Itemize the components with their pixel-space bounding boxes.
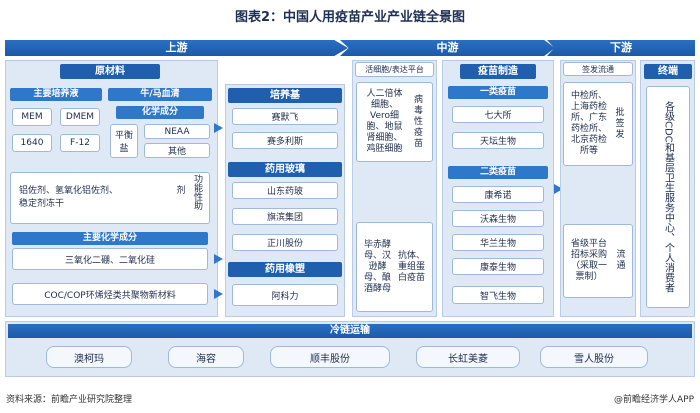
- chem-neaa: NEAA: [144, 124, 210, 139]
- medium-f12: F-12: [60, 134, 100, 152]
- adjuvant-func: 功能性助: [192, 174, 202, 210]
- batch-release-text: 批签发: [615, 107, 625, 140]
- manufacturing-header: 疫苗制造: [460, 64, 536, 79]
- terminal-box: 各级CDC和基层卫生服务中心、个人消费者: [646, 86, 690, 308]
- main-chem-header: 主要化学成分: [12, 232, 208, 245]
- rubber-header: 药用橡塑: [228, 262, 342, 277]
- rubber-akeli: 阿科力: [232, 284, 338, 306]
- arrow-mid-down: [554, 184, 563, 194]
- class2-zhifei: 智飞生物: [452, 286, 544, 304]
- main-chem-box: 三氧化二硼、二氧化硅: [12, 248, 208, 270]
- adjuvant-side: 剂: [176, 186, 186, 196]
- class2-hualan: 华兰生物: [452, 234, 544, 251]
- page-title: 图表2：中国人用疫苗产业产业链全景图: [234, 10, 466, 25]
- class1-header: 一类疫苗: [448, 86, 548, 99]
- circulation-text: 流通: [616, 250, 626, 271]
- stage-upstream: 上游: [5, 40, 348, 56]
- cells-box: 人二倍体细胞、Vero细胞、地鼠肾细胞、鸡胚细胞 病毒性疫苗: [356, 82, 433, 162]
- arrow-culture: [214, 123, 223, 133]
- cold-chain-meiling: 长虹美菱: [416, 346, 520, 368]
- glass-shandong: 山东药玻: [232, 182, 338, 199]
- chemicals-header: 化学成分: [116, 106, 204, 119]
- serum-header: 牛/马血清: [108, 88, 212, 101]
- class2-walvax: 沃森生物: [452, 210, 544, 227]
- glass-zhengchuan: 正川股份: [232, 234, 338, 251]
- culture-medium-header: 主要培养液: [10, 88, 102, 101]
- yeast-text: 毕赤酵母、汉逊酵母、酿酒酵母: [363, 239, 391, 294]
- chem-other: 其他: [144, 143, 210, 158]
- glass-header: 药用玻璃: [228, 162, 342, 177]
- inspection-box: 中检所、上海药检所、广东药检所、北京药检所等 批签发: [563, 82, 633, 166]
- class2-cansino: 康希诺: [452, 186, 544, 203]
- cells-text: 人二倍体细胞、Vero细胞、地鼠肾细胞、鸡胚细胞: [366, 89, 403, 154]
- stage-downstream: 下游: [547, 40, 695, 56]
- brand-note: @前瞻经济学人APP: [613, 395, 694, 405]
- adjuvant-text-1: 铝佐剂、氢氧化铝佐剂、: [19, 186, 119, 196]
- cold-chain-snowman: 雪人股份: [540, 346, 648, 368]
- terminal-text: 各级CDC和基层卫生服务中心、个人消费者: [662, 101, 674, 293]
- cold-chain-hairong: 海容: [168, 346, 244, 368]
- class1-seven: 七大所: [452, 106, 544, 123]
- adjuvant-box: 铝佐剂、氢氧化铝佐剂、 稳定剂冻干: [10, 172, 210, 224]
- culture-base-header: 培养基: [228, 88, 342, 103]
- cold-chain-sf: 顺丰股份: [270, 346, 390, 368]
- glass-qibin: 旗滨集团: [232, 208, 338, 225]
- cold-chain-aucma: 澳柯玛: [46, 346, 132, 368]
- inspection-text: 中检所、上海药检所、广东药检所、北京药检所等: [570, 91, 607, 156]
- culture-base-sartorius: 赛多利斯: [232, 132, 338, 149]
- platform-header: 活细胞/表达平台: [355, 62, 434, 77]
- procurement-box: 省级平台招标采购（采取一票制） 流通: [563, 224, 633, 298]
- medium-1640: 1640: [12, 134, 52, 152]
- yeast-box: 毕赤酵母、汉逊酵母、酿酒酵母 抗体、重组蛋白疫苗: [356, 222, 433, 312]
- adjuvant-text-2: 稳定剂冻干: [19, 199, 65, 209]
- arrow-glass: [214, 254, 223, 264]
- chem-balanced-salt: 平衡盐: [110, 124, 138, 158]
- arrow-rubber: [214, 289, 223, 299]
- cold-chain-header: 冷链运输: [8, 324, 692, 338]
- class1-tiantan: 天坛生物: [452, 132, 544, 149]
- coc-box: COC/COP环烯烃类共聚物新材料: [12, 283, 208, 305]
- virus-vaccine-text: 病毒性疫苗: [413, 94, 423, 149]
- medium-dmem: DMEM: [60, 108, 100, 126]
- class2-header: 二类疫苗: [448, 166, 548, 179]
- source-note: 资料来源：前瞻产业研究院整理: [6, 395, 133, 405]
- medium-mem: MEM: [12, 108, 52, 126]
- terminal-header: 终端: [644, 64, 692, 79]
- stage-midstream: 中游: [340, 40, 555, 56]
- procurement-text: 省级平台招标采购（采取一票制）: [570, 239, 607, 282]
- approval-header: 签发流通: [563, 62, 633, 76]
- culture-base-thermo: 赛默飞: [232, 108, 338, 125]
- raw-materials-header: 原材料: [60, 64, 160, 79]
- class2-kangtai: 康泰生物: [452, 258, 544, 275]
- recombinant-text: 抗体、重组蛋白疫苗: [397, 250, 425, 283]
